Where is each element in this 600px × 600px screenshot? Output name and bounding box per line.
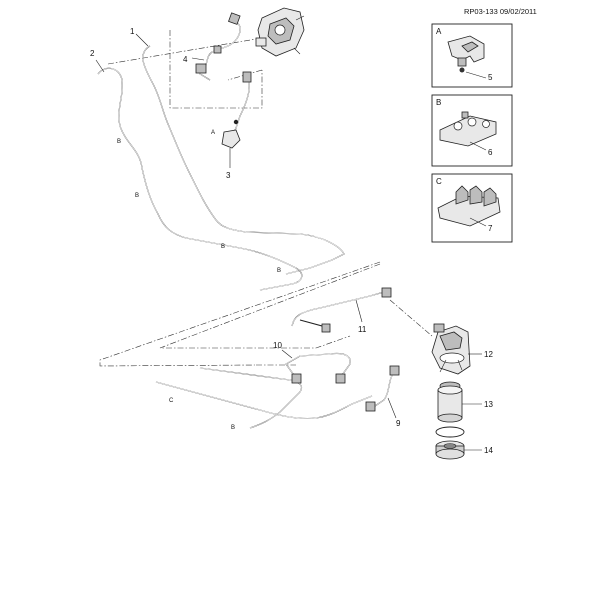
marker-b-2: B bbox=[135, 193, 139, 199]
pipe-1 bbox=[142, 45, 345, 275]
callout-3: 3 bbox=[226, 171, 231, 180]
inset-a-label: A bbox=[436, 27, 442, 36]
pipe-lower-c bbox=[155, 381, 373, 420]
callout-5: 5 bbox=[488, 73, 493, 82]
clip-a-icon bbox=[447, 35, 485, 73]
inset-b: B 6 bbox=[431, 94, 513, 167]
pipe-10 bbox=[285, 352, 351, 384]
assembly-outlines bbox=[99, 30, 433, 367]
callout-9: 9 bbox=[396, 419, 401, 428]
pipe-9 bbox=[365, 365, 400, 412]
callout-1: 1 bbox=[130, 27, 135, 36]
filter-housing bbox=[431, 323, 471, 375]
inset-c-label: C bbox=[436, 177, 442, 186]
marker-b-5: B bbox=[231, 425, 235, 431]
callout-10: 10 bbox=[273, 341, 282, 350]
reference-code: RP03-133 09/02/2011 bbox=[464, 7, 537, 16]
filter-cartridge bbox=[435, 381, 465, 438]
marker-a: A bbox=[211, 130, 215, 136]
clip-b-icon bbox=[439, 111, 497, 147]
clip-c-icon bbox=[437, 185, 501, 227]
hose-4 bbox=[195, 12, 241, 81]
callout-4: 4 bbox=[183, 55, 188, 64]
callout-14: 14 bbox=[484, 446, 493, 455]
marker-b-4: B bbox=[277, 268, 281, 274]
pipe-3 bbox=[221, 71, 252, 149]
injection-pump bbox=[255, 7, 305, 57]
filter-cap bbox=[435, 440, 465, 460]
callout-12: 12 bbox=[484, 350, 493, 359]
callout-6: 6 bbox=[488, 148, 493, 157]
pipe-11 bbox=[291, 287, 392, 333]
callout-7: 7 bbox=[488, 224, 493, 233]
inset-a: A 5 bbox=[431, 23, 513, 88]
inset-b-label: B bbox=[436, 98, 441, 107]
inset-c: C 7 bbox=[431, 173, 513, 243]
callout-11: 11 bbox=[358, 325, 367, 334]
marker-c: C bbox=[169, 398, 174, 404]
marker-b-1: B bbox=[117, 139, 121, 145]
callout-13: 13 bbox=[484, 400, 493, 409]
callout-2: 2 bbox=[90, 49, 95, 58]
leader-7 bbox=[469, 217, 487, 227]
pipe-2 bbox=[97, 67, 303, 291]
leader-5 bbox=[465, 71, 487, 79]
leader-6 bbox=[469, 141, 487, 151]
marker-b-3: B bbox=[221, 244, 225, 250]
